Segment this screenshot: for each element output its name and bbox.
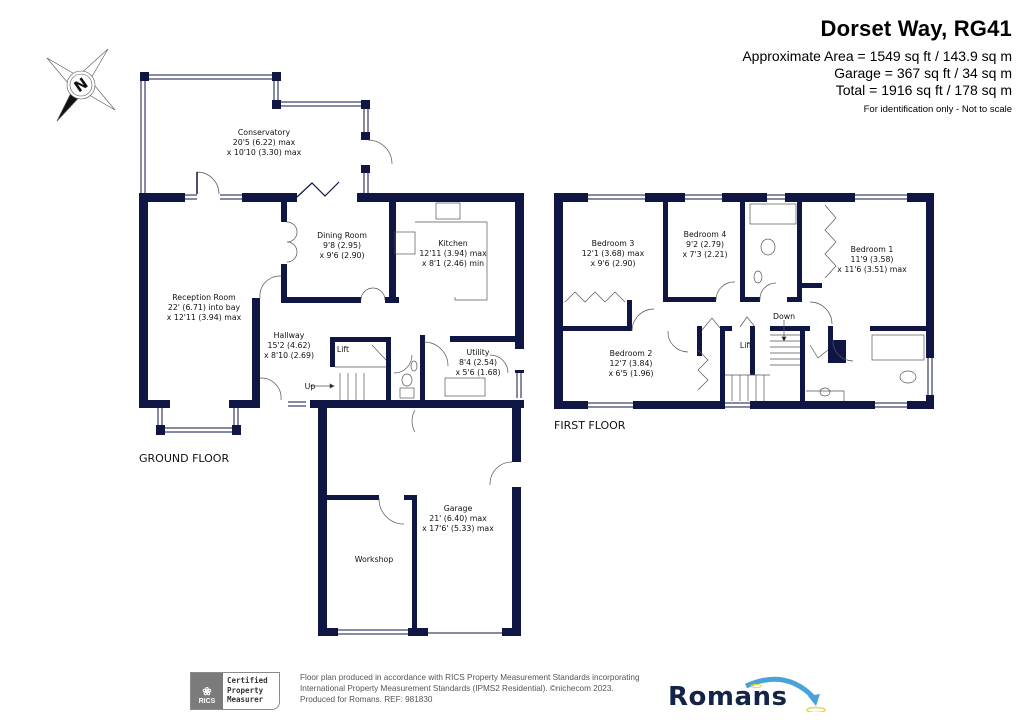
area-total: Total = 1916 sq ft / 178 sq m xyxy=(835,82,1012,98)
property-title: Dorset Way, RG41 xyxy=(820,16,1012,41)
scale-disclaimer: For identification only - Not to scale xyxy=(863,104,1012,115)
rics-logo-icon: ❀RICS xyxy=(191,673,223,709)
first-floor-label: FIRST FLOOR xyxy=(554,419,626,432)
measurement-fine-print: Floor plan produced in accordance with R… xyxy=(300,673,640,704)
first-floor-walls xyxy=(554,193,934,409)
romans-brand-logo: Romans xyxy=(668,676,828,716)
svg-text:Bedroom 111'9 (3.58)x 11'6 (3.: Bedroom 111'9 (3.58)x 11'6 (3.51) max xyxy=(837,245,907,274)
plan-header: Dorset Way, RG41 Approximate Area = 1549… xyxy=(742,16,1012,115)
plan-footer: ❀RICS Certified Property Measurer Floor … xyxy=(190,670,830,715)
area-garage: Garage = 367 sq ft / 34 sq m xyxy=(834,65,1012,81)
svg-text:Bedroom 212'7 (3.84)x 6'5 (1.9: Bedroom 212'7 (3.84)x 6'5 (1.96) xyxy=(608,349,653,378)
compass-rose-icon: N xyxy=(46,48,116,122)
ground-floor-walls xyxy=(139,193,524,408)
svg-text:Lift: Lift xyxy=(740,341,752,350)
ground-floor-label: GROUND FLOOR xyxy=(139,452,230,465)
garage-walls xyxy=(318,400,521,636)
svg-text:Down: Down xyxy=(773,312,795,321)
svg-text:Lift: Lift xyxy=(337,345,349,354)
svg-text:Up: Up xyxy=(305,382,316,391)
brand-arrow-icon xyxy=(744,676,826,712)
rics-certified-badge: ❀RICS Certified Property Measurer xyxy=(190,672,280,710)
svg-text:Workshop: Workshop xyxy=(355,555,394,564)
svg-text:Bedroom 49'2 (2.79)x 7'3 (2.21: Bedroom 49'2 (2.79)x 7'3 (2.21) xyxy=(682,230,727,259)
area-approximate: Approximate Area = 1549 sq ft / 143.9 sq… xyxy=(742,48,1012,64)
